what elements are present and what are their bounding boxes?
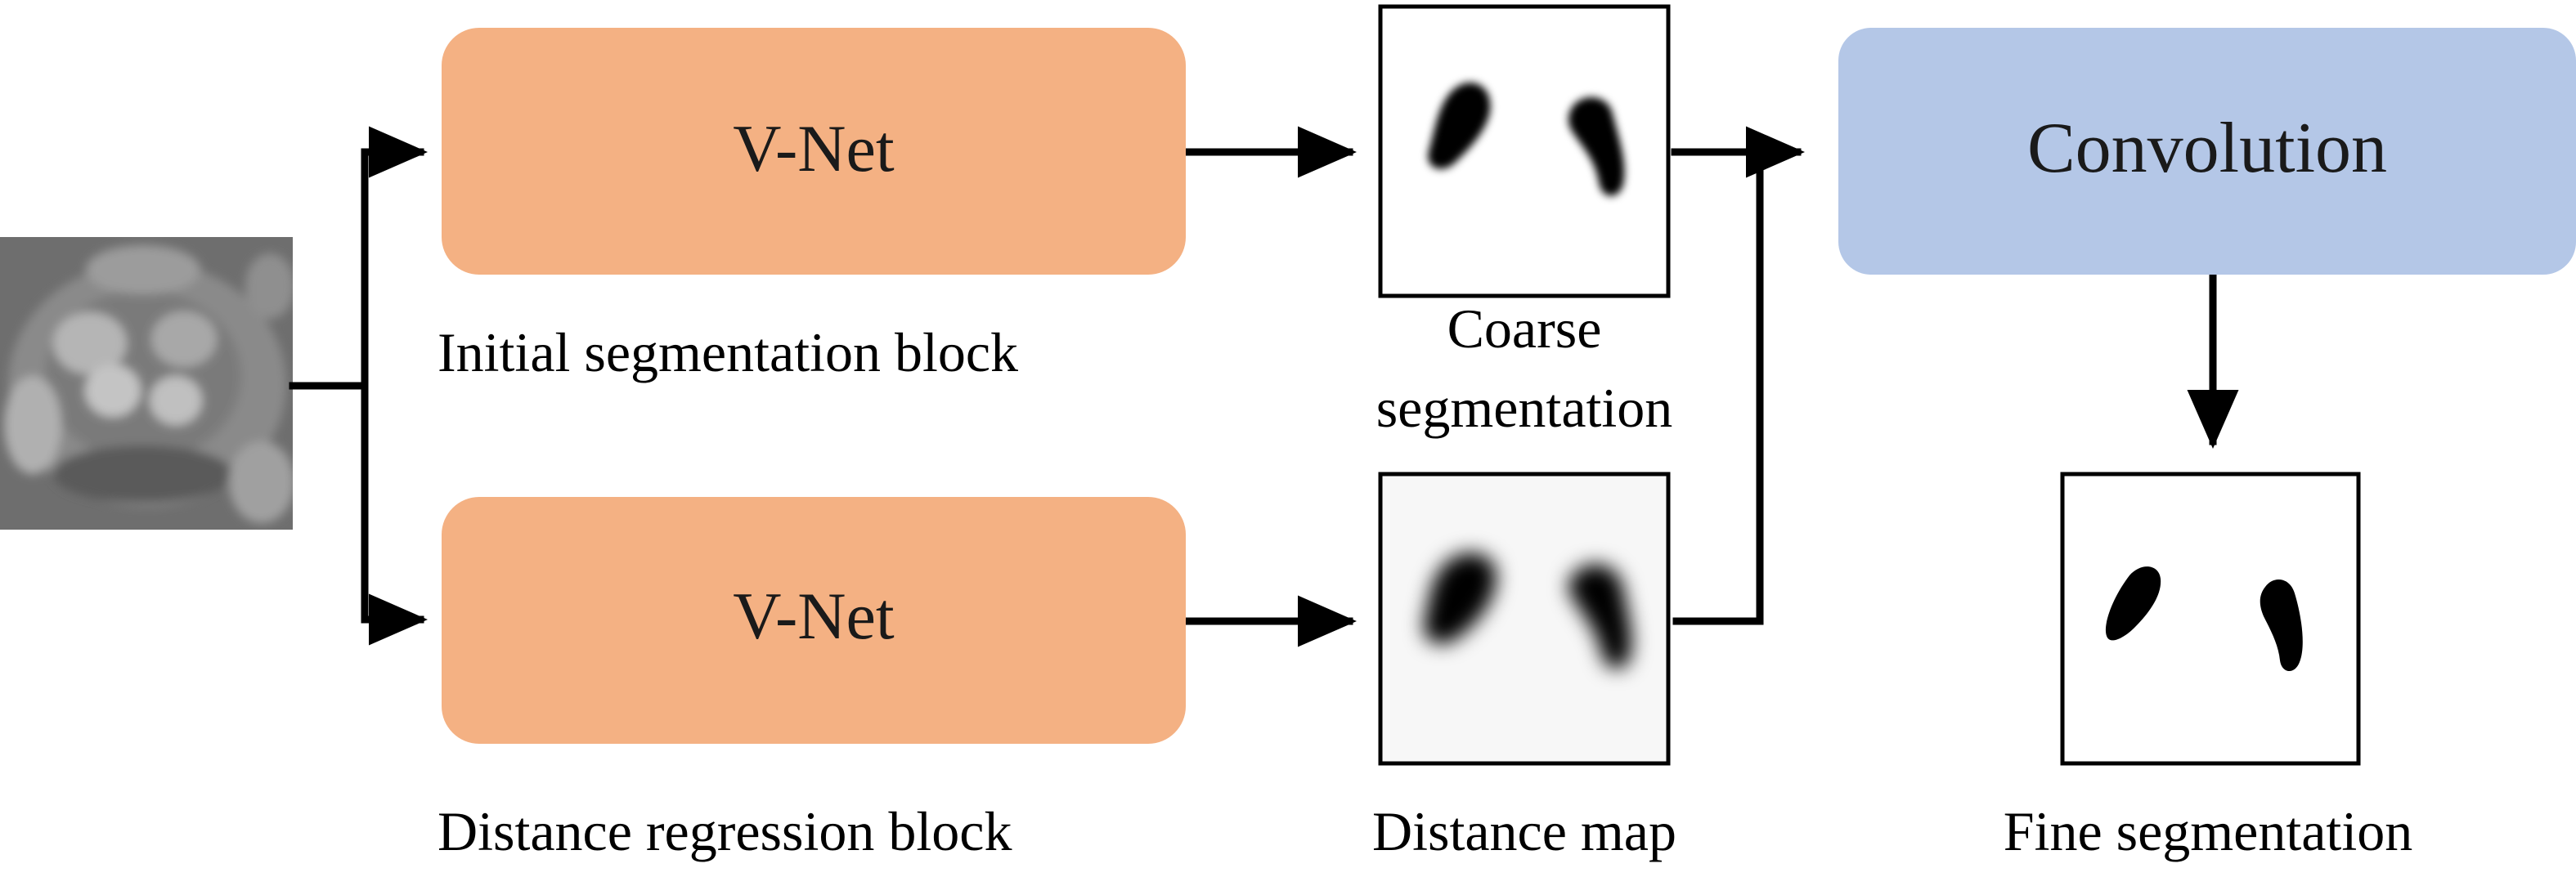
distance-block-caption: Distance regression block	[438, 800, 1012, 862]
vnet-top-label: V-Net	[733, 111, 895, 186]
vnet-initial-block: V-Net	[442, 28, 1186, 275]
distance-map-image	[1378, 472, 1671, 766]
coarse-segmentation-image	[1378, 4, 1671, 298]
input-scan-image	[0, 237, 293, 530]
fine-mask-right	[2260, 579, 2303, 672]
fine-segmentation-image	[2060, 472, 2361, 766]
convolution-block: Convolution	[1838, 28, 2576, 275]
distance-merge-line	[1672, 148, 1764, 625]
fine-segmentation-caption: Fine segmentation	[2004, 800, 2412, 862]
convolution-label: Convolution	[2027, 109, 2387, 188]
vnet-bottom-label: V-Net	[733, 579, 895, 653]
coarse-caption-line2: segmentation	[1376, 377, 1673, 439]
coarse-caption-line1: Coarse	[1447, 298, 1602, 360]
vnet-top-box	[442, 28, 1186, 275]
vnet-distance-block: V-Net	[442, 497, 1186, 744]
convolution-box	[1838, 28, 2576, 275]
distance-map-caption: Distance map	[1372, 800, 1676, 862]
vnet-bottom-box	[442, 497, 1186, 744]
fine-mask-left	[2105, 566, 2161, 641]
initial-block-caption: Initial segmentation block	[438, 321, 1018, 383]
connectors	[289, 126, 2239, 647]
